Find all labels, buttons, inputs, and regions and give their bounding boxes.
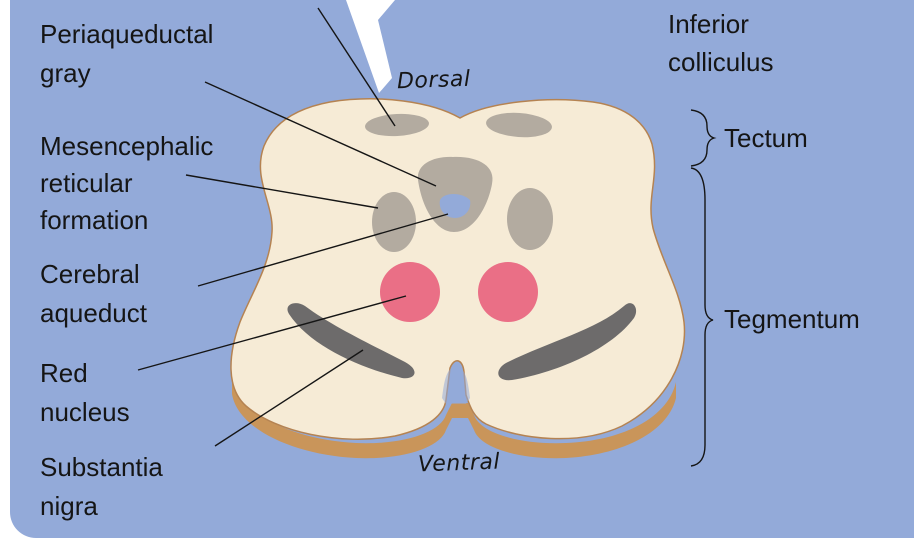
right-red-nucleus bbox=[478, 262, 538, 322]
reticular-formation-label-line2: reticular bbox=[40, 167, 132, 199]
red-nucleus-label-line1: Red bbox=[40, 357, 88, 389]
ventral-label: Ventral bbox=[418, 450, 501, 478]
inferior-colliculus-label-line1: Inferior bbox=[668, 8, 749, 40]
tegmentum-label: Tegmentum bbox=[724, 303, 860, 335]
tectum-label: Tectum bbox=[724, 122, 808, 154]
substantia-nigra-label-line2: nigra bbox=[40, 490, 98, 522]
reticular-formation-label-line3: formation bbox=[40, 204, 148, 236]
right-reticular-formation bbox=[507, 188, 553, 250]
tegmentum-brace bbox=[691, 168, 713, 466]
left-red-nucleus bbox=[380, 262, 440, 322]
periaqueductal-gray-label-line2: gray bbox=[40, 57, 91, 89]
reticular-formation-label-line1: Mesencephalic bbox=[40, 130, 213, 162]
periaqueductal-gray-label-line1: Periaqueductal bbox=[40, 18, 213, 50]
pointer-arrow bbox=[346, 0, 395, 93]
cerebral-aqueduct-label-line2: aqueduct bbox=[40, 297, 147, 329]
substantia-nigra-label-line1: Substantia bbox=[40, 451, 163, 483]
cerebral-aqueduct-label-line1: Cerebral bbox=[40, 258, 140, 290]
red-nucleus-label-line2: nucleus bbox=[40, 396, 130, 428]
left-reticular-formation bbox=[372, 192, 416, 252]
inferior-colliculus-label-line2: colliculus bbox=[668, 46, 774, 78]
dorsal-label: Dorsal bbox=[397, 67, 471, 95]
tectum-brace bbox=[691, 110, 714, 166]
